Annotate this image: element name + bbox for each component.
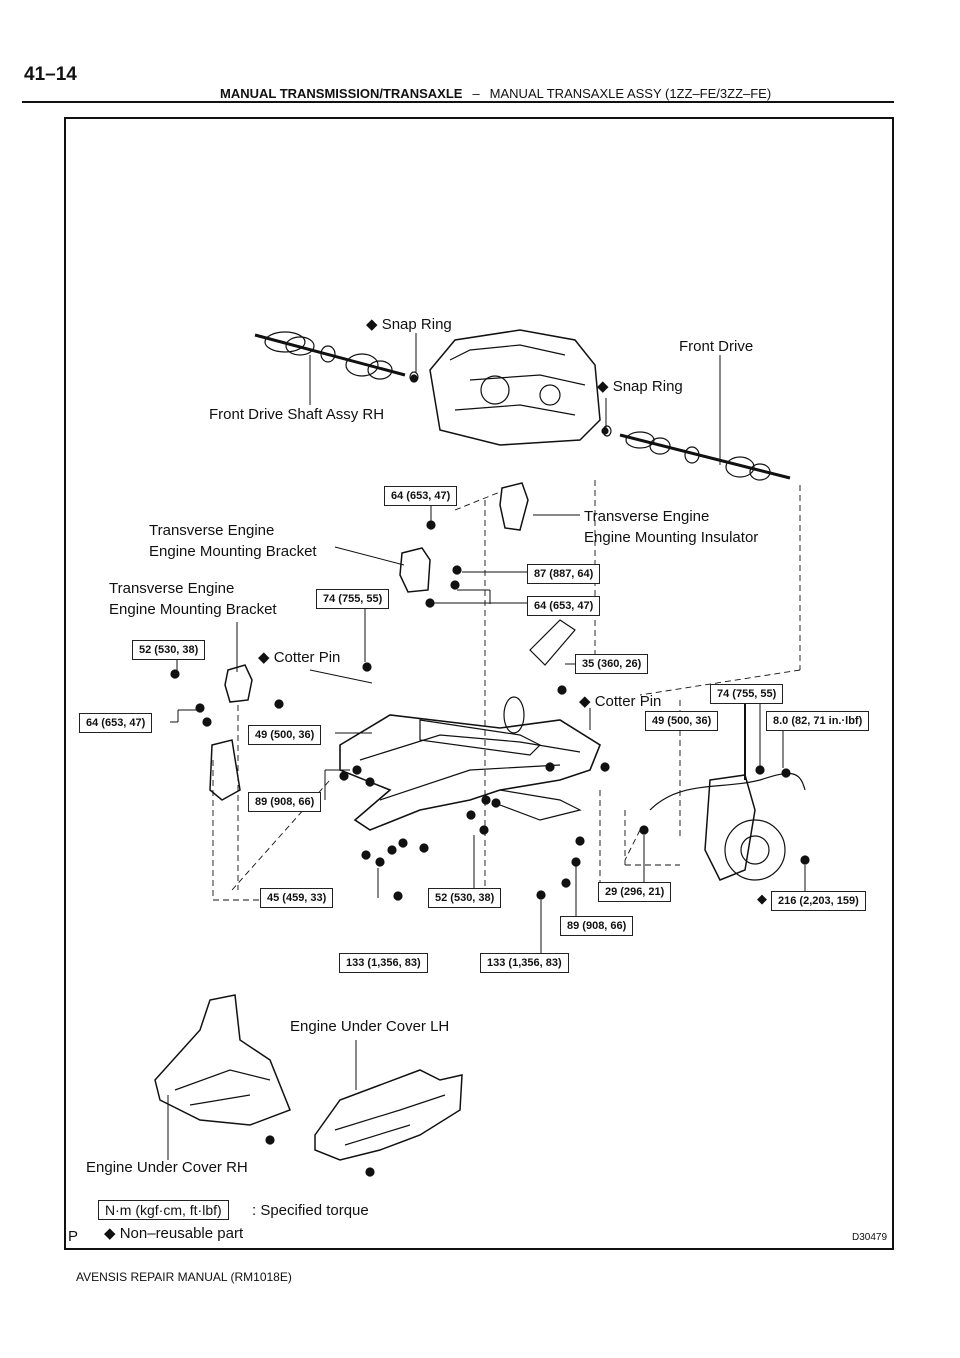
torque-spec: 74 (755, 55) (710, 684, 784, 704)
cotter-pin-right-label: ◆ Cotter Pin (579, 693, 662, 710)
torque-spec: 64 (653, 47) (527, 596, 601, 616)
non-reusable-marker: ◆ (757, 891, 767, 906)
subsection-title: MANUAL TRANSAXLE ASSY (1ZZ–FE/3ZZ–FE) (489, 86, 772, 101)
torque-spec: 133 (1,356, 83) (480, 953, 569, 973)
front-drive-shaft-rh-label: Front Drive Shaft Assy RH (209, 406, 385, 423)
torque-spec: 45 (459, 33) (260, 888, 334, 908)
mounting-insulator-label: Transverse Engine Engine Mounting Insula… (584, 506, 758, 548)
torque-spec: 35 (360, 26) (575, 654, 649, 674)
torque-spec: 87 (887, 64) (527, 564, 601, 584)
header-rule (22, 101, 894, 103)
page-footer: AVENSIS REPAIR MANUAL (RM1018E) (76, 1270, 292, 1284)
corner-mark: P (68, 1228, 79, 1245)
page-number: 41–14 (24, 64, 77, 85)
page-header: MANUAL TRANSMISSION/TRANSAXLE–MANUAL TRA… (220, 86, 771, 101)
torque-spec: 29 (296, 21) (598, 882, 672, 902)
under-cover-rh-label: Engine Under Cover RH (86, 1159, 248, 1176)
mounting-bracket-upper-label: Transverse Engine Engine Mounting Bracke… (149, 520, 317, 562)
under-cover-lh-label: Engine Under Cover LH (290, 1018, 450, 1035)
front-drive-label: Front Drive (679, 338, 754, 355)
under-cover-lh-drawing (314, 1069, 463, 1161)
torque-spec: 64 (653, 47) (384, 486, 458, 506)
torque-unit-legend-box: N·m (kgf·cm, ft·lbf) (98, 1200, 229, 1220)
torque-spec: 74 (755, 55) (316, 589, 390, 609)
torque-spec: 52 (530, 38) (132, 640, 206, 660)
bolt-markers (170, 374, 810, 1177)
steering-knuckle-drawing (649, 700, 806, 881)
non-reusable-legend: ◆ Non–reusable part (104, 1225, 244, 1242)
transaxle-drawing (429, 329, 601, 446)
mounting-bracket-upper-line-2: Engine Mounting Bracket (149, 543, 317, 560)
torque-spec: 49 (500, 36) (248, 725, 322, 745)
mounting-bracket-lower-line-2: Engine Mounting Bracket (109, 601, 277, 618)
drive-shaft-lh-drawing (602, 425, 791, 481)
torque-spec: 64 (653, 47) (79, 713, 153, 733)
figure-frame (64, 117, 894, 1250)
snap-ring-lh-label: ◆ Snap Ring (597, 378, 683, 395)
torque-spec: 216 (2,203, 159) (771, 891, 866, 911)
torque-spec: 49 (500, 36) (645, 711, 719, 731)
torque-spec: 52 (530, 38) (428, 888, 502, 908)
torque-spec: 89 (908, 66) (560, 916, 634, 936)
mounting-bracket-lower-label: Transverse Engine Engine Mounting Bracke… (109, 578, 277, 620)
header-separator: – (472, 86, 480, 101)
torque-spec: 8.0 (82, 71 in.·lbf) (766, 711, 870, 731)
mounting-insulator-line-1: Transverse Engine (584, 508, 710, 525)
suspension-crossmember-drawing (339, 714, 601, 831)
mounting-bracket-upper-line-1: Transverse Engine (149, 522, 275, 539)
specified-torque-legend: : Specified torque (252, 1202, 369, 1219)
mounting-insulator-line-2: Engine Mounting Insulator (584, 529, 759, 546)
torque-spec: 133 (1,356, 83) (339, 953, 428, 973)
section-title: MANUAL TRANSMISSION/TRANSAXLE (220, 86, 463, 101)
under-cover-rh-drawing (154, 994, 291, 1126)
mounting-bracket-lower-line-1: Transverse Engine (109, 580, 235, 597)
drive-shaft-rh-drawing (254, 331, 419, 383)
torque-spec: 89 (908, 66) (248, 792, 322, 812)
cotter-pin-left-label: ◆ Cotter Pin (258, 649, 341, 666)
snap-ring-rh-label: ◆ Snap Ring (366, 316, 452, 333)
figure-code: D30479 (852, 1232, 888, 1243)
